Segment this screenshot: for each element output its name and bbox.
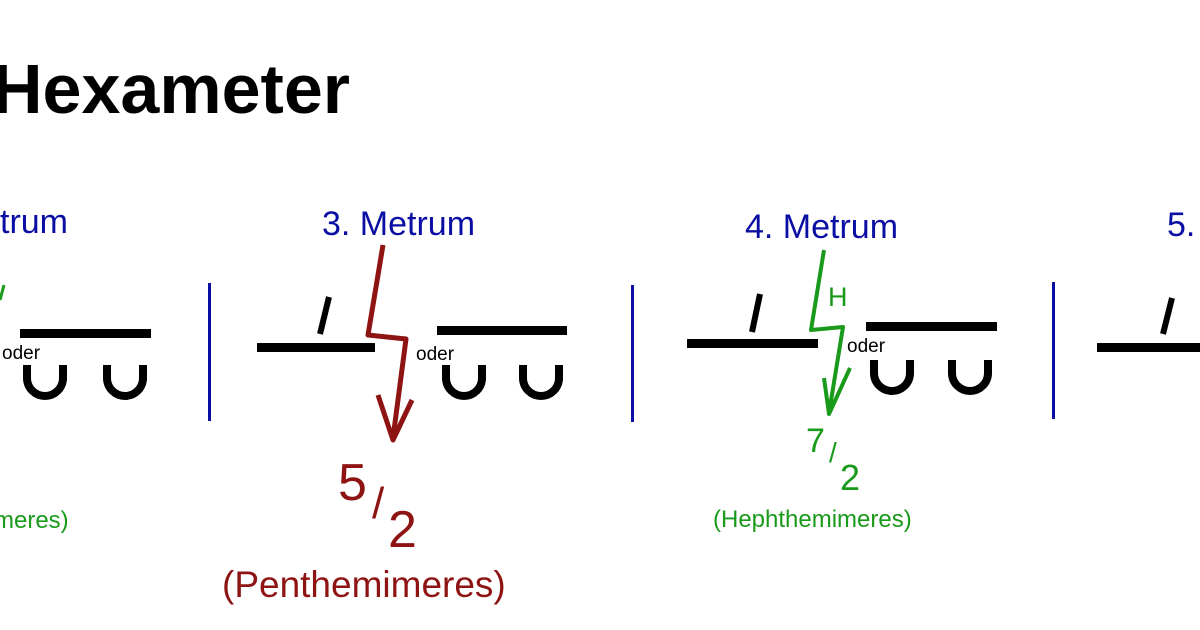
fraction-slash: / (829, 437, 837, 468)
metrum-label-2: trum (0, 203, 68, 241)
metrum-divider (208, 283, 211, 421)
long-syllable (1097, 343, 1200, 352)
ictus-accent-icon (749, 293, 763, 333)
ictus-accent-icon (317, 296, 332, 335)
long-syllable (20, 329, 151, 338)
metrum-label-5: 5. (1167, 206, 1195, 244)
fraction-numerator: 5 (338, 454, 367, 512)
fraction-numerator: 7 (806, 422, 825, 460)
fraction-denominator: 2 (388, 501, 417, 559)
long-syllable (437, 326, 567, 335)
hephthemimeres-label: (Hephthemimeres) (713, 506, 912, 533)
caesura-lightning-icon (809, 249, 852, 416)
metrum-divider (631, 285, 634, 422)
penthemimeres-label: (Penthemimeres) (222, 564, 506, 605)
long-syllable (687, 339, 818, 348)
oder-label: oder (416, 344, 455, 365)
page-title: Hexameter (0, 50, 350, 128)
short-syllable (103, 365, 147, 400)
caesura-left-name: meres) (0, 507, 69, 534)
caesura-lightning-icon (365, 244, 415, 443)
hephthemimeres-marker: H (828, 282, 848, 312)
short-syllable (23, 365, 67, 400)
metrum-divider (1052, 282, 1055, 419)
long-syllable (866, 322, 997, 331)
fraction-slash: / (372, 479, 385, 528)
short-syllable (870, 360, 914, 395)
oder-label: oder (2, 343, 41, 364)
short-syllable (948, 360, 992, 395)
long-syllable (257, 343, 375, 352)
metrum-label-4: 4. Metrum (745, 208, 898, 246)
short-syllable (519, 365, 563, 400)
ictus-accent-icon (1160, 297, 1175, 335)
fraction-denominator: 2 (840, 457, 860, 498)
short-syllable (442, 365, 486, 400)
metrum-label-3: 3. Metrum (322, 205, 475, 243)
oder-label: oder (847, 336, 886, 357)
lightning-partial-icon (0, 284, 6, 301)
